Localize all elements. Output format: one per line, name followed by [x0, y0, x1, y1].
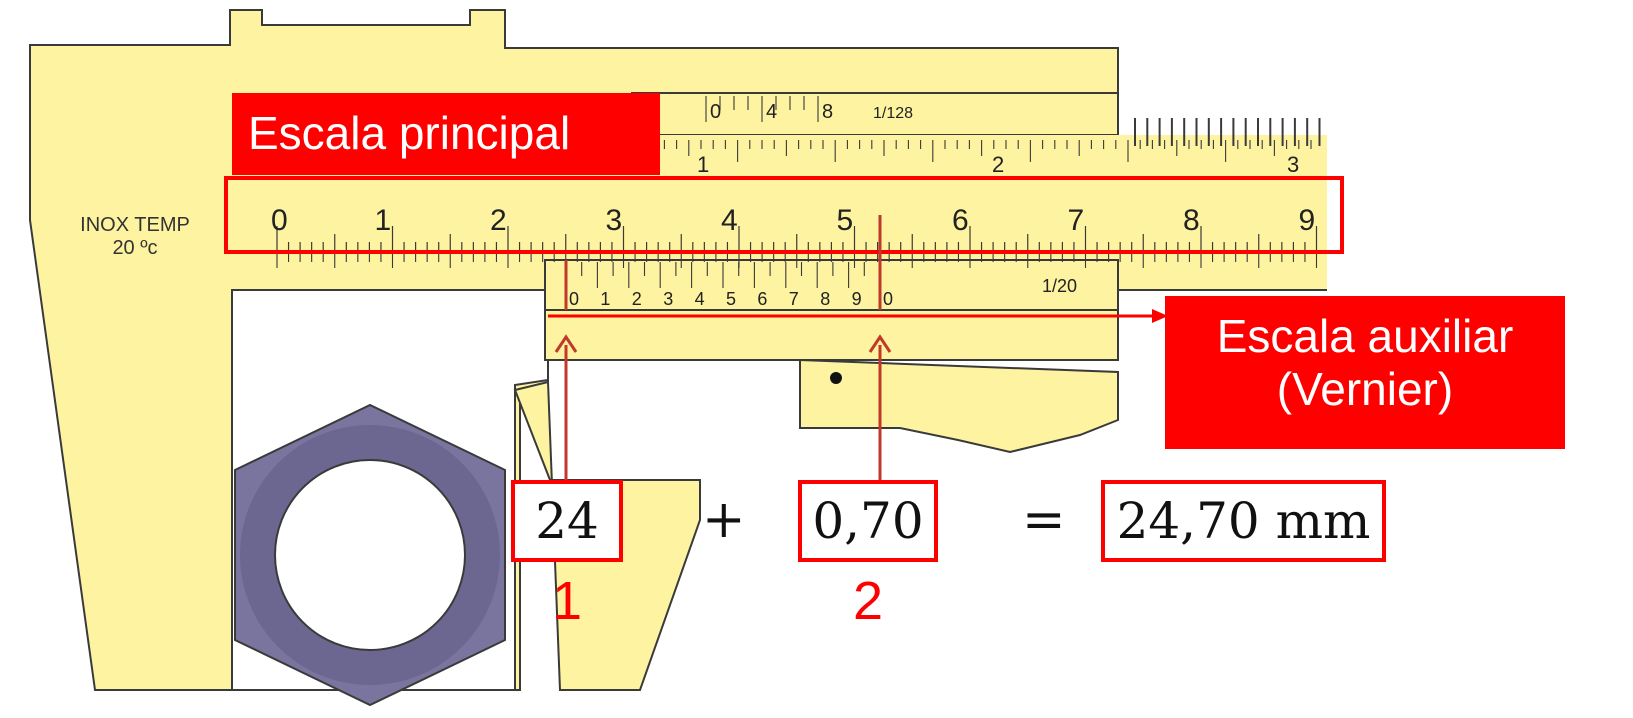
- vernier-digit: 2: [632, 289, 642, 309]
- marker-2: 2: [853, 571, 884, 631]
- temperature-text: 20 ºc: [112, 237, 158, 259]
- vernier-digit: 0: [883, 289, 893, 309]
- lock-screw: [830, 372, 842, 384]
- main-scale-digit: 2: [490, 204, 507, 237]
- upper-vernier-digit: 4: [766, 101, 777, 123]
- vernier-digit: 3: [663, 289, 673, 309]
- main-scale-digit: 1: [375, 204, 392, 237]
- main-scale-digit: 9: [1299, 204, 1316, 237]
- main-scale-digit: 4: [721, 204, 738, 237]
- main-scale-highlight: [224, 176, 1344, 254]
- nut-hole: [274, 459, 466, 651]
- upper-vernier-digit: 0: [710, 101, 721, 123]
- upper-scale-digit: 1: [697, 152, 709, 177]
- upper-vernier-digit: 8: [822, 101, 833, 123]
- plus-sign: +: [702, 490, 746, 550]
- aux-scale-label-line1: Escala auxiliar: [1216, 310, 1514, 362]
- main-scale-digit: 7: [1068, 204, 1085, 237]
- result-value-box: 24,70 mm: [1101, 480, 1386, 562]
- main-scale-digit: 3: [606, 204, 623, 237]
- upper-scale-digit: 3: [1287, 152, 1299, 177]
- marker-1: 1: [552, 571, 583, 631]
- vernier-resolution: 1/20: [1042, 276, 1077, 296]
- equals-sign: =: [1022, 490, 1066, 550]
- aux-scale-label-line2: (Vernier): [1276, 362, 1454, 415]
- vernier-digit: 1: [600, 289, 610, 309]
- arrow-2-head: [868, 334, 892, 353]
- main-scale-digit: 8: [1183, 204, 1200, 237]
- main-scale-label-text: Escala principal: [248, 107, 571, 159]
- vernier-digit: 9: [852, 289, 862, 309]
- upper-scale-digit: 2: [992, 152, 1004, 177]
- main-scale-label: Escala principal: [232, 93, 660, 175]
- upper-vernier-plate: [631, 92, 1119, 136]
- vernier-digit: 5: [726, 289, 736, 309]
- vernier-value-box: 0,70: [798, 480, 938, 562]
- vernier-digit: 7: [789, 289, 799, 309]
- vernier-digit: 0: [569, 289, 579, 309]
- arrow-1-head: [554, 334, 578, 353]
- vernier-digit: 4: [695, 289, 705, 309]
- aux-scale-label: Escala auxiliar (Vernier): [1165, 296, 1565, 449]
- main-value-box: 24: [511, 480, 623, 562]
- main-scale-digit: 5: [837, 204, 854, 237]
- frame-label: INOX TEMP 20 ºc: [60, 214, 210, 260]
- thumb-grip: [799, 358, 1119, 454]
- main-scale-digit: 0: [271, 204, 288, 237]
- vernier-arrowhead: [1152, 309, 1168, 323]
- upper-vernier-resolution: 1/128: [873, 105, 913, 122]
- vernier-digit: 8: [820, 289, 830, 309]
- inox-temp-text: INOX TEMP: [80, 214, 190, 236]
- slider-body: [544, 309, 1119, 361]
- main-scale-digit: 6: [952, 204, 969, 237]
- vernier-digit: 6: [757, 289, 767, 309]
